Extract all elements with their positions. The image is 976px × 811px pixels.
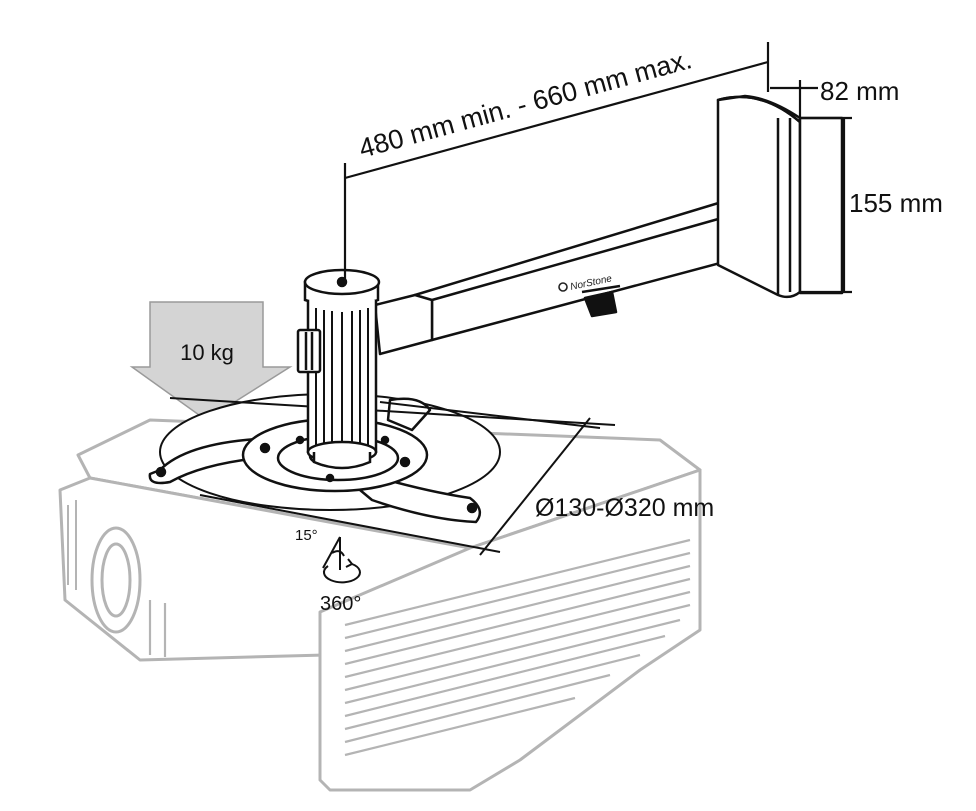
column-lever bbox=[296, 328, 322, 374]
leg-hole-right bbox=[466, 502, 478, 514]
vertical-column bbox=[296, 268, 381, 470]
height-label: 155 mm bbox=[849, 188, 943, 218]
bracket-body bbox=[716, 95, 802, 299]
lens-inner bbox=[100, 542, 132, 618]
tilt-label: 15° bbox=[295, 527, 318, 544]
dimension-lines bbox=[343, 42, 852, 294]
projector bbox=[58, 418, 702, 792]
arm-inner-tube bbox=[373, 293, 434, 356]
load-label: 10 kg bbox=[180, 340, 234, 365]
column-ribs bbox=[315, 308, 369, 457]
bracket-plate bbox=[798, 116, 844, 295]
brand-swoosh bbox=[558, 282, 568, 292]
arm-outer-tube bbox=[413, 196, 752, 342]
vent-grille bbox=[148, 538, 691, 757]
plate-leg-right bbox=[358, 476, 482, 524]
arm-clamp bbox=[583, 290, 618, 318]
diameter-label: Ø130-Ø320 mm bbox=[535, 494, 714, 522]
wall-bracket bbox=[716, 94, 844, 299]
arm-length-line bbox=[344, 60, 769, 180]
arm-length-label: 480 mm min. - 660 mm max. bbox=[356, 44, 695, 164]
extension-arm bbox=[373, 188, 758, 356]
depth-label: 82 mm bbox=[820, 76, 899, 106]
projector-side-face bbox=[318, 468, 702, 792]
leg-hole-left bbox=[155, 466, 167, 478]
lens-outer bbox=[90, 526, 142, 634]
load-arrow-shape bbox=[129, 301, 293, 421]
load-arrow: 10 kg bbox=[129, 301, 293, 421]
diameter-dimension bbox=[169, 397, 616, 556]
tilt-rotation-symbol bbox=[322, 536, 361, 584]
rotation-label: 360° bbox=[320, 593, 361, 615]
side-vent bbox=[67, 500, 77, 590]
